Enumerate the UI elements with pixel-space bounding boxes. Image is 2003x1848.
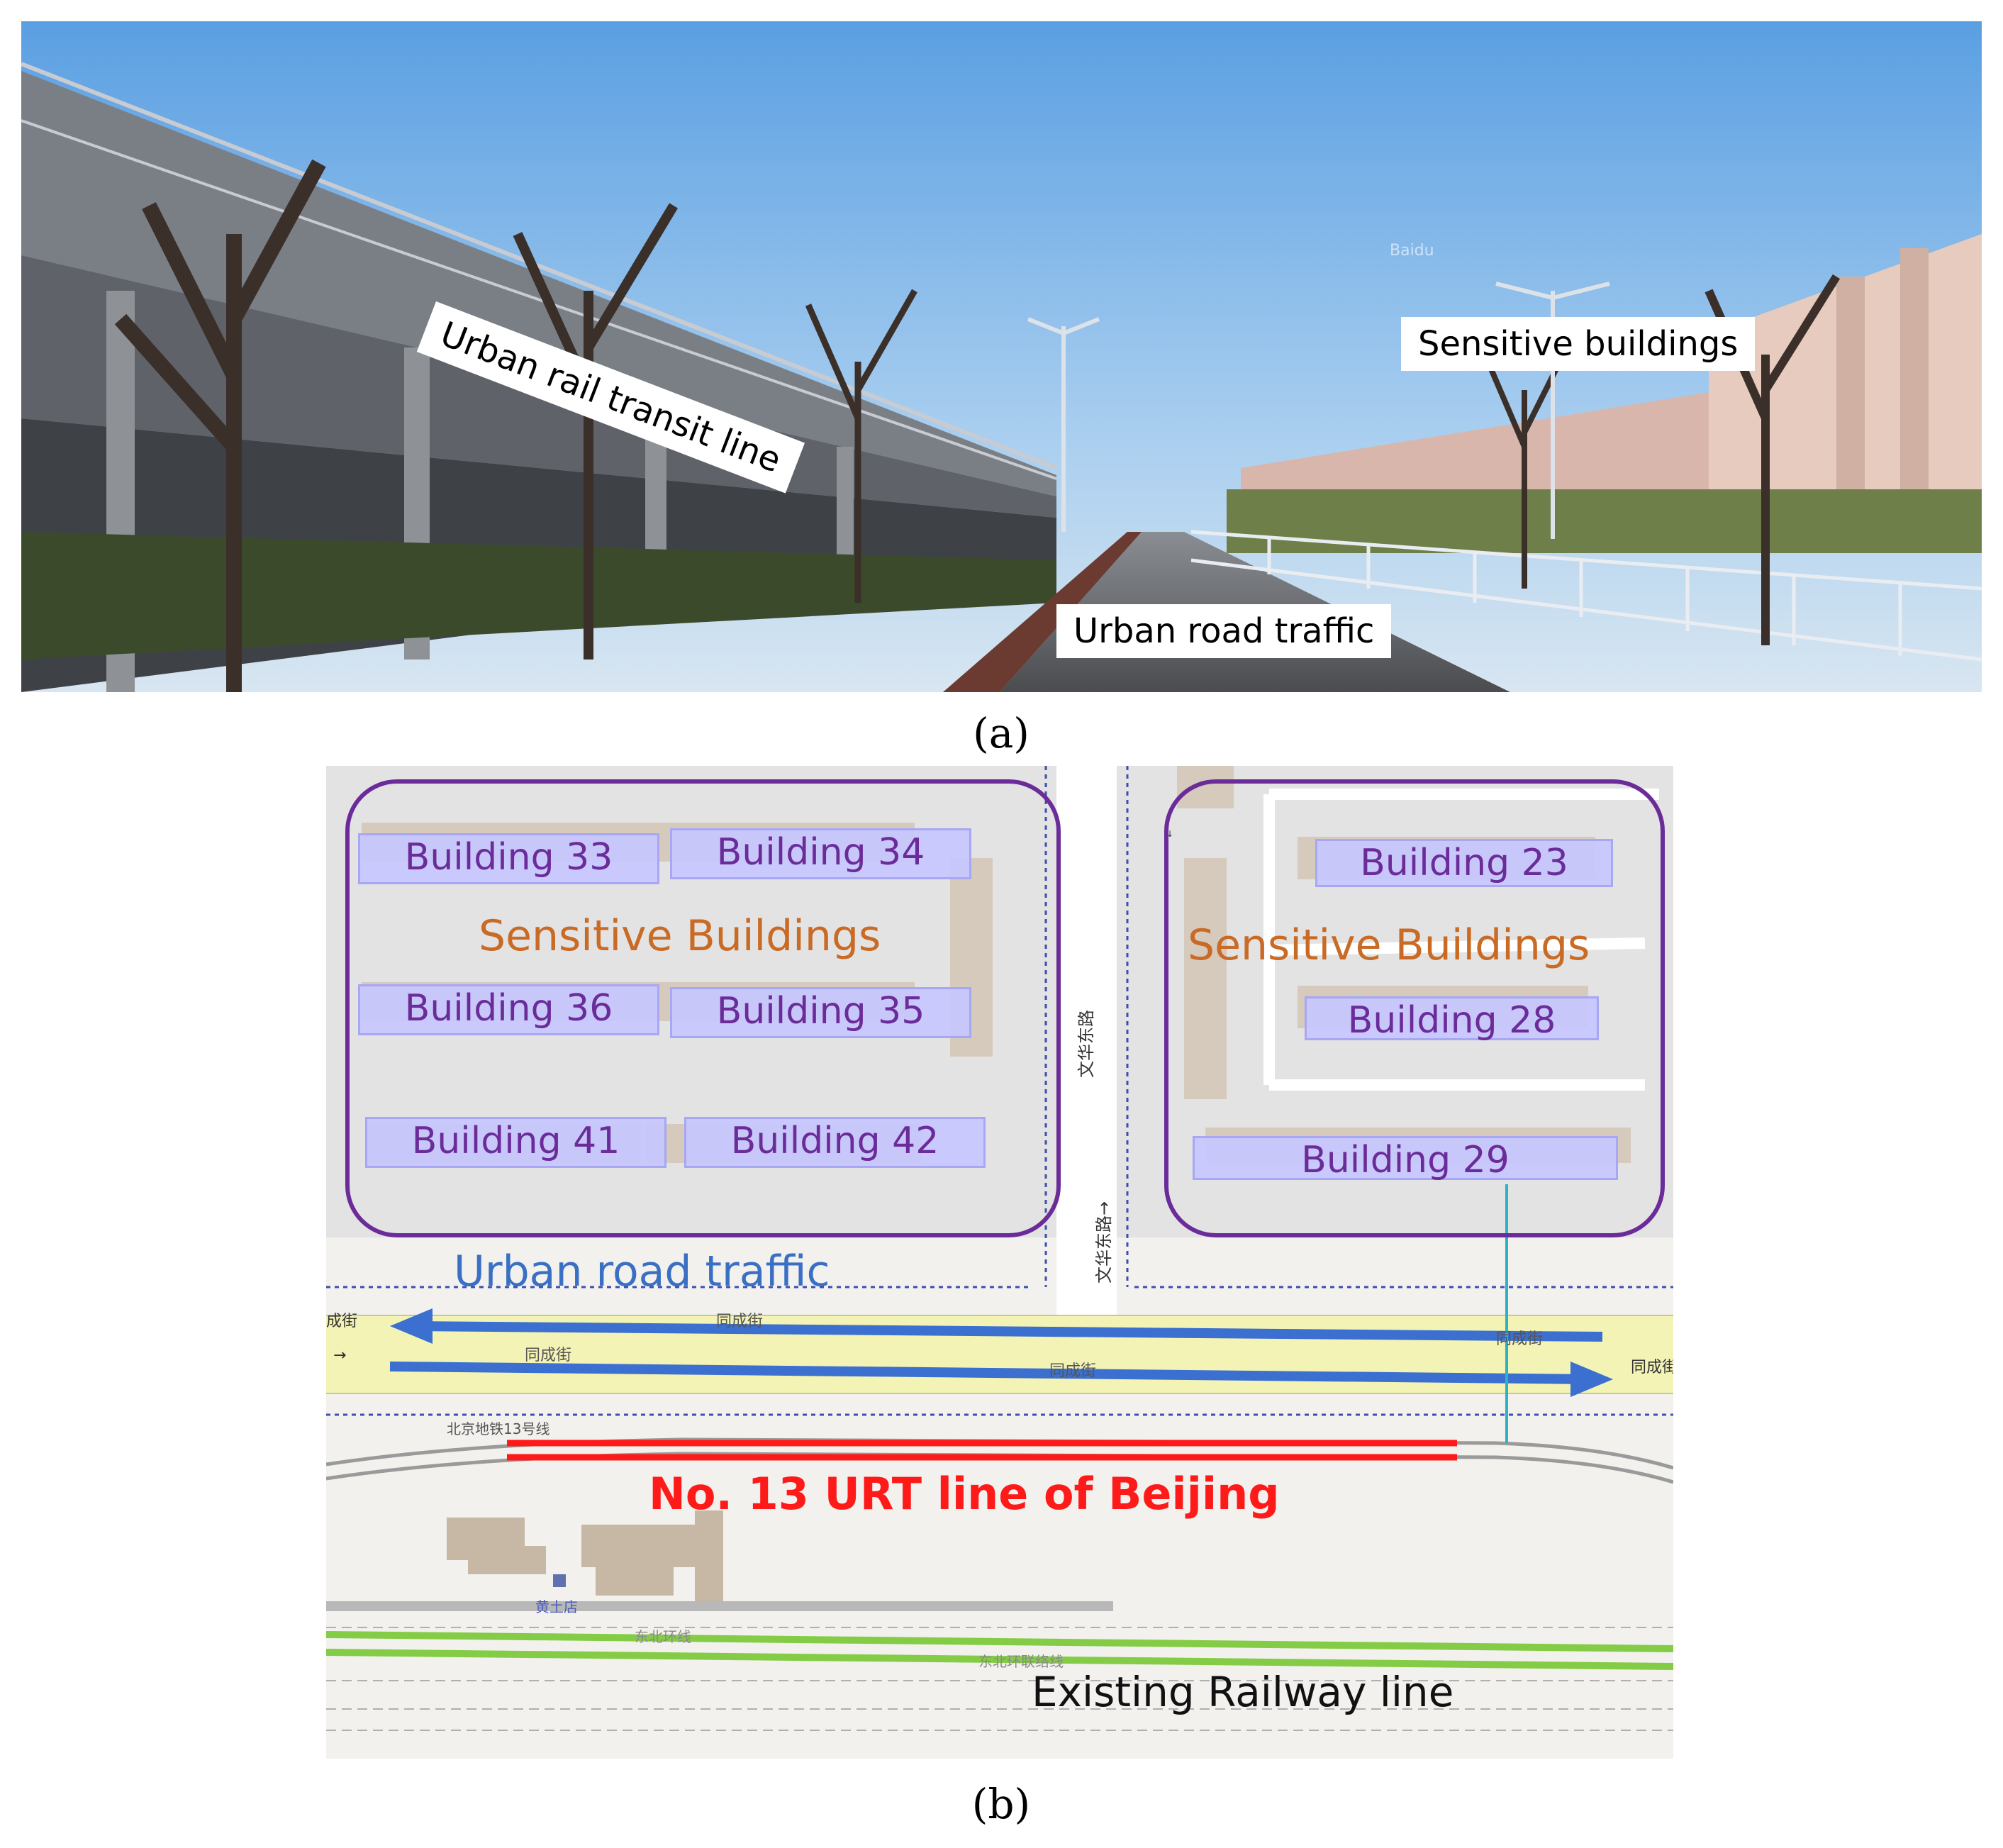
traffic-arrows <box>389 1308 1613 1397</box>
caption-a: (a) <box>973 709 1030 757</box>
metro-text: 北京地铁13号线 <box>447 1420 549 1437</box>
road-traffic-label: Urban road traffic <box>1056 604 1392 658</box>
road-ns-text-1: 文华东路 <box>1076 1010 1096 1078</box>
urt-line-label: No. 13 URT line of Beijing <box>649 1468 1280 1520</box>
street-text-right: 同成街 <box>1631 1359 1673 1376</box>
building-28-label: Building 28 <box>1305 996 1599 1042</box>
road-ns-text-2: 文华东路→ <box>1094 1201 1114 1284</box>
street-text-3: 同成街 <box>1049 1362 1096 1380</box>
street-text-2: 同成街 <box>525 1347 571 1364</box>
sensitive-buildings-left: Sensitive Buildings <box>479 911 881 961</box>
group-outline-left <box>345 779 1061 1237</box>
street-text-4: 同成街 <box>1496 1330 1543 1348</box>
hedge-left <box>21 532 1056 659</box>
small-mark: ↓ <box>1166 829 1173 839</box>
rail-text-1: 东北环线 <box>635 1628 691 1645</box>
building-42-label: Building 42 <box>684 1117 986 1168</box>
bike-lane <box>943 532 1142 692</box>
site-map: 同成街 同成街 同成街 同成街 成街 → 同成街 北京地铁13号线 黄土店 东北… <box>326 766 1673 1759</box>
group-outline-right <box>1164 779 1665 1237</box>
road-traffic-map-label: Urban road traffic <box>454 1247 830 1296</box>
station-text: 黄土店 <box>535 1598 578 1615</box>
sidewalk-paths <box>326 766 1673 1416</box>
building-29-label: Building 29 <box>1193 1136 1618 1181</box>
street-text-left: 成街 <box>326 1313 357 1330</box>
rail-text-2: 东北环联络线 <box>978 1653 1064 1670</box>
sensitive-buildings-right: Sensitive Buildings <box>1188 920 1590 970</box>
street-photo: Baidu Urban rail transit line Sensitive … <box>21 21 1982 692</box>
left-arrow-text: → <box>333 1347 346 1364</box>
building-41-label: Building 41 <box>365 1117 666 1168</box>
caption-b: (b) <box>971 1780 1031 1828</box>
watermark: Baidu <box>1390 242 1434 260</box>
internal-roads <box>1263 789 1659 1091</box>
urt-line <box>507 1440 1457 1461</box>
sensitive-buildings-label: Sensitive buildings <box>1401 317 1756 371</box>
station-buildings <box>447 1510 723 1603</box>
residential-buildings <box>1241 234 1982 518</box>
roadside-fence <box>1190 530 1982 662</box>
building-23-label: Building 23 <box>1315 839 1613 887</box>
station-icon <box>553 1574 566 1587</box>
building-34-label: Building 34 <box>670 828 971 879</box>
railway-lines <box>326 1631 1673 1670</box>
rail-sidings <box>326 1627 1673 1731</box>
building-33-label: Building 33 <box>358 833 659 884</box>
railway-line-label: Existing Railway line <box>1032 1668 1454 1716</box>
street-lamps <box>1027 282 1610 539</box>
building-35-label: Building 35 <box>670 987 971 1038</box>
building-36-label: Building 36 <box>358 984 659 1035</box>
ns-road <box>1056 766 1117 1315</box>
street-text-1: 同成街 <box>716 1313 763 1330</box>
